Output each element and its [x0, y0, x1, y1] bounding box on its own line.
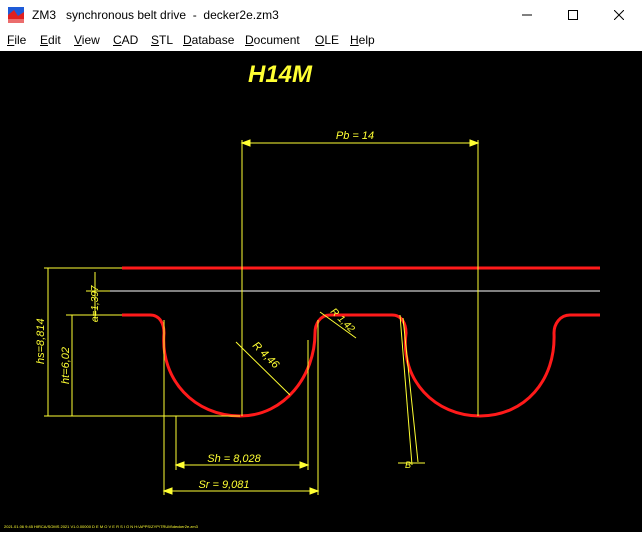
- maximize-icon: [568, 10, 578, 20]
- menu-database[interactable]: Database: [183, 33, 235, 47]
- title-bar: ZM3 synchronous belt drive - decker2e.zm…: [0, 0, 642, 30]
- minimize-button[interactable]: [504, 0, 550, 30]
- root-radius-leader: [235, 341, 291, 396]
- a-label: a=1,397: [90, 285, 101, 322]
- close-icon: [614, 10, 624, 20]
- menu-ole[interactable]: OLE: [315, 33, 340, 47]
- profile-title: H14M: [248, 61, 313, 88]
- menu-bar: File Edit View CAD STL Database Document…: [0, 30, 642, 50]
- app-icon: [8, 7, 24, 23]
- sh-label: Sh = 8,028: [207, 453, 261, 465]
- menu-edit[interactable]: Edit: [40, 33, 61, 47]
- tip-radius-leader: [319, 311, 357, 339]
- menu-stl[interactable]: STL: [151, 33, 174, 47]
- ht-label: ht=6,02: [60, 347, 72, 384]
- hs-dimension: [44, 267, 240, 417]
- belt-profile-drawing: H14M Pb = 14 hs=8,814 ht=6,02: [4, 61, 600, 529]
- menu-file[interactable]: File: [7, 33, 27, 47]
- maximize-button[interactable]: [550, 0, 596, 30]
- sr-dimension: [162, 320, 320, 495]
- sr-label: Sr = 9,081: [198, 479, 249, 491]
- pitch-dimension: [240, 139, 480, 416]
- root-radius-label: R 4,46: [250, 340, 282, 372]
- a-dimension: [86, 272, 110, 322]
- flank-angle-label: B: [405, 460, 411, 470]
- menu-help[interactable]: Help: [350, 33, 375, 47]
- sh-dimension: [174, 340, 310, 470]
- belt-tooth-profile: [122, 313, 600, 418]
- footer-text: 2021.01.06 9:45 HIRCA/SOMS 2021 V1.0.000…: [4, 524, 199, 529]
- close-button[interactable]: [596, 0, 642, 30]
- window-title: ZM3 synchronous belt drive - decker2e.zm…: [32, 8, 279, 22]
- drawing-canvas[interactable]: H14M Pb = 14 hs=8,814 ht=6,02: [0, 51, 642, 532]
- pitch-label: Pb = 14: [336, 130, 374, 142]
- minimize-icon: [522, 14, 532, 16]
- hs-label: hs=8,814: [35, 318, 47, 364]
- menu-view[interactable]: View: [74, 33, 100, 47]
- menu-cad[interactable]: CAD: [113, 33, 139, 47]
- ht-dimension: [66, 314, 122, 416]
- menu-document[interactable]: Document: [245, 33, 300, 47]
- flank-angle-dimension: [398, 314, 425, 466]
